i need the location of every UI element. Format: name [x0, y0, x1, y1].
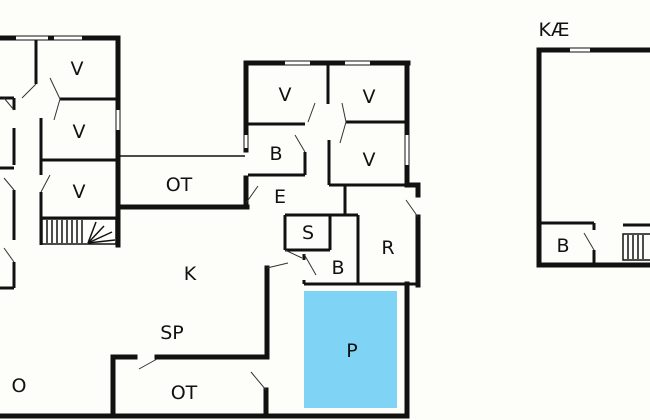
room-label-v: V [362, 86, 376, 108]
room-label-e: E [273, 186, 287, 208]
room-label-b: B [331, 257, 345, 279]
staircase [41, 218, 117, 245]
room-label-r: R [381, 237, 395, 259]
room-label-b: B [269, 143, 283, 165]
room-label-sp: SP [160, 322, 184, 344]
walls-left-block [0, 35, 121, 290]
room-label-v: V [72, 121, 86, 143]
room-label-b: B [556, 235, 570, 257]
annex-title: KÆ [538, 19, 570, 41]
room-label-ot: OT [165, 174, 193, 196]
room-label-s: S [301, 222, 315, 244]
walls-right-block [243, 60, 421, 419]
room-label-v: V [72, 181, 86, 203]
room-label-p: P [346, 340, 358, 362]
room-label-v: V [362, 149, 376, 171]
walls-bottom [0, 354, 410, 419]
room-label-v: V [70, 58, 84, 80]
room-label-v: V [278, 84, 292, 106]
room-label-o: O [11, 375, 27, 397]
walls-corridor [115, 155, 250, 210]
walls-annex [536, 47, 650, 268]
pool-area [304, 291, 397, 408]
room-label-ot: OT [170, 382, 198, 404]
room-label-k: K [183, 263, 197, 285]
